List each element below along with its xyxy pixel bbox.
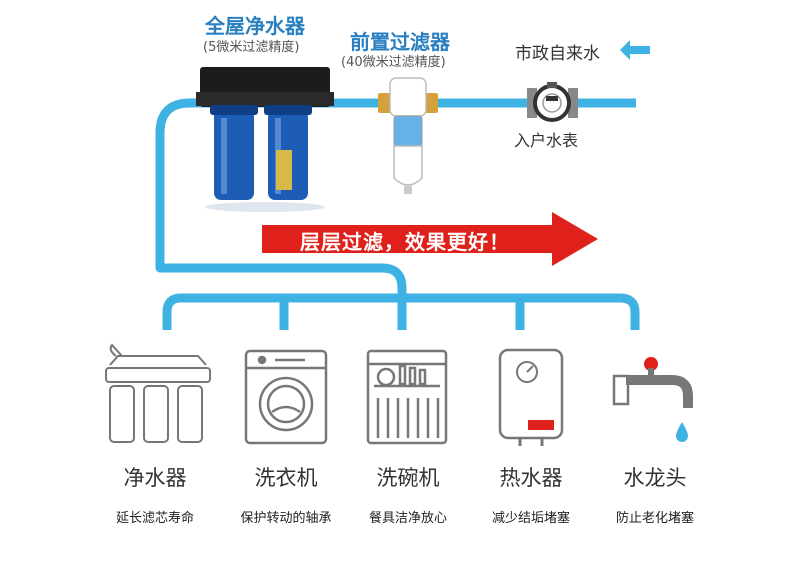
appliance-desc-faucet: 防止老化堵塞 (615, 511, 694, 526)
inlet-arrow-icon (620, 40, 650, 60)
distribution-pipe (162, 293, 640, 330)
municipal-water-label: 市政自来水 (515, 44, 600, 64)
pre-filter-spec: (40微米过滤精度) (341, 55, 446, 70)
banner-arrow (262, 212, 598, 266)
faucet-icon (612, 357, 693, 442)
ro-purifier-icon (105, 343, 211, 443)
whole-house-filter-icon (196, 67, 334, 212)
pre-filter-title: 前置过滤器 (350, 30, 450, 54)
water-pipes (155, 98, 640, 330)
appliance-desc-washer: 保护转动的轴承 (240, 511, 332, 526)
appliance-desc-dishwasher: 餐具洁净放心 (368, 511, 447, 526)
appliance-name-dishwasher: 洗碗机 (376, 466, 440, 490)
appliance-name-washer: 洗衣机 (254, 466, 318, 490)
appliance-desc-purifier: 延长滤芯寿命 (115, 511, 194, 526)
water-meter-icon (527, 82, 578, 122)
appliance-name-heater: 热水器 (499, 466, 563, 490)
main-inlet-pipe (155, 98, 636, 330)
appliance-name-faucet: 水龙头 (623, 466, 687, 490)
water-heater-icon (498, 348, 564, 446)
dishwasher-icon (366, 349, 448, 445)
whole-house-title: 全屋净水器 (205, 14, 305, 38)
appliance-name-purifier: 净水器 (123, 466, 187, 490)
pre-filter-icon (378, 77, 438, 194)
water-meter-label: 入户水表 (514, 131, 579, 150)
appliance-desc-heater: 减少结垢堵塞 (491, 511, 570, 526)
washing-machine-icon (244, 349, 328, 445)
whole-house-spec: (5微米过滤精度) (203, 40, 300, 55)
banner-text: 层层过滤，效果更好！ (300, 230, 510, 254)
